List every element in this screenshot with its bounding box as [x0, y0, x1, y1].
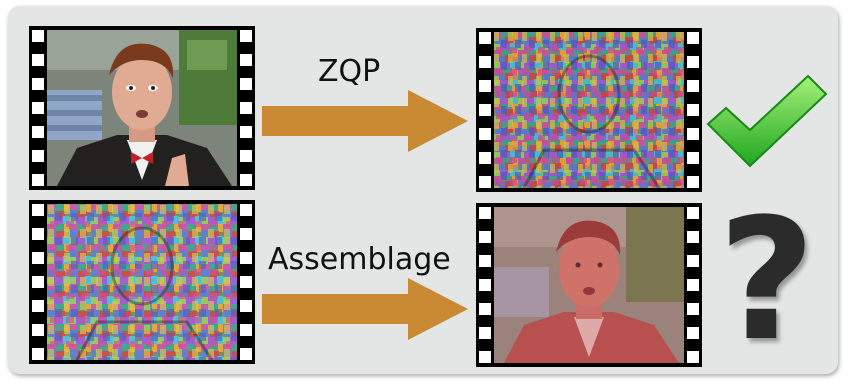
- film-perforations: [32, 30, 44, 186]
- tinted-video-frame: [494, 207, 684, 363]
- scrambled-video-frame: [47, 204, 237, 360]
- film-perforations: [32, 204, 44, 360]
- film-perforations: [687, 32, 699, 188]
- film-perforations: [479, 207, 491, 363]
- assemblage-label: Assemblage: [268, 242, 451, 277]
- checkmark-icon: [706, 74, 828, 168]
- scrambled-video-frame: [494, 32, 684, 188]
- zqp-arrow: [262, 90, 468, 152]
- film-perforations: [479, 32, 491, 188]
- film-perforations: [687, 207, 699, 363]
- film-perforations: [240, 30, 252, 186]
- film-perforations: [240, 204, 252, 360]
- input-film-strip-row2: [29, 200, 255, 364]
- question-mark-icon: ?: [718, 182, 816, 378]
- input-film-strip-row1: [29, 26, 255, 190]
- output-film-strip-row1: [476, 28, 702, 192]
- assemblage-arrow: [262, 278, 468, 340]
- original-video-frame: [47, 30, 237, 186]
- zqp-label: ZQP: [318, 54, 381, 89]
- output-film-strip-row2: [476, 203, 702, 367]
